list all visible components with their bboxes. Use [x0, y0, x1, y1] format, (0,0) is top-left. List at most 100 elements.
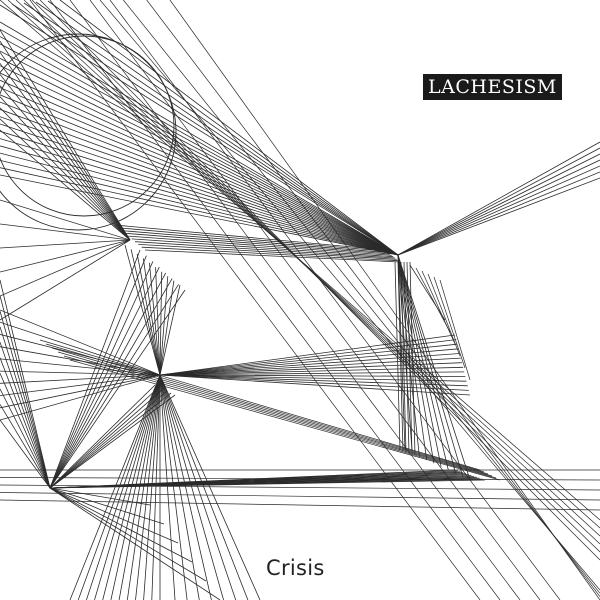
art-line: [427, 273, 461, 357]
art-line: [47, 0, 399, 256]
art-line: [49, 272, 167, 489]
art-line: [397, 254, 449, 471]
art-line: [159, 362, 462, 376]
art-line: [0, 96, 131, 241]
art-line: [155, 267, 161, 376]
art-line: [69, 359, 501, 481]
art-line: [0, 199, 131, 241]
art-line: [0, 419, 51, 489]
art-line: [159, 374, 224, 600]
art-line: [159, 374, 212, 600]
art-line: [0, 65, 399, 256]
art-line: [0, 107, 131, 241]
art-line: [0, 342, 51, 489]
art-line: [149, 262, 161, 376]
art-line: [114, 224, 386, 251]
art-line: [0, 116, 399, 256]
art-line: [0, 388, 51, 489]
art-line: [49, 487, 207, 582]
art-line: [159, 280, 175, 376]
art-line: [0, 87, 399, 256]
art-line: [131, 238, 394, 258]
art-line: [397, 159, 600, 256]
art-line: [143, 374, 161, 600]
art-line: [409, 264, 446, 321]
art-line: [0, 74, 131, 241]
art-line: [0, 239, 131, 321]
art-line: [0, 118, 131, 241]
art-line: [128, 235, 392, 256]
art-line: [397, 141, 600, 256]
art-line: [0, 94, 399, 256]
album-title-label: Crisis: [266, 556, 325, 580]
art-line: [0, 239, 131, 273]
art-line: [421, 270, 456, 345]
art-line: [0, 109, 399, 256]
art-line: [394, 261, 401, 451]
art-line: [0, 130, 399, 256]
art-line: [159, 276, 169, 376]
art-line: [397, 254, 471, 481]
art-line: [89, 0, 541, 600]
art-line: [136, 253, 161, 376]
art-line: [159, 374, 176, 600]
art-line: [0, 58, 399, 256]
art-line: [397, 165, 600, 256]
art-line: [406, 261, 413, 455]
art-line: [0, 373, 51, 489]
art-line: [0, 174, 399, 256]
art-line: [121, 230, 389, 254]
art-line: [0, 51, 131, 241]
art-line: [159, 284, 181, 376]
art-line: [102, 374, 161, 600]
art-line: [49, 261, 154, 489]
art-line: [49, 487, 193, 563]
art-line: [57, 351, 493, 477]
art-line: [159, 374, 200, 600]
art-line: [69, 0, 521, 600]
art-line: [397, 147, 600, 256]
art-line: [0, 223, 131, 241]
art-line: [409, 261, 416, 456]
art-line: [59, 0, 399, 256]
art-line: [49, 289, 186, 489]
art-line: [134, 241, 396, 259]
art-line: [118, 227, 387, 252]
art-line: [433, 276, 466, 369]
art-line: [0, 309, 161, 376]
art-line: [159, 357, 461, 376]
art-line: [0, 310, 51, 489]
art-line: [159, 374, 188, 600]
art-line: [169, 0, 600, 600]
art-line: [0, 326, 51, 489]
art-line: [0, 279, 51, 489]
art-line: [118, 374, 161, 600]
art-line: [0, 50, 399, 256]
art-line: [397, 254, 464, 477]
art-line: [0, 101, 399, 256]
art-line: [49, 266, 160, 489]
art-line: [0, 477, 600, 481]
art-line: [397, 254, 406, 451]
art-line: [0, 374, 161, 384]
art-line: [0, 43, 399, 256]
art-line: [29, 0, 481, 600]
art-line: [11, 3, 399, 256]
art-line: [0, 334, 161, 376]
art-line: [159, 343, 458, 376]
art-line: [49, 390, 168, 489]
art-line: [144, 249, 401, 263]
art-line: [49, 384, 156, 489]
band-name-label: LACHESISM: [423, 74, 562, 100]
art-line: [159, 374, 237, 600]
art-line: [0, 239, 131, 249]
art-line: [49, 487, 165, 525]
art-line: [0, 138, 399, 256]
circle-outline: [0, 33, 177, 231]
art-line: [49, 0, 501, 600]
art-line: [49, 487, 179, 544]
art-line: [397, 177, 600, 256]
